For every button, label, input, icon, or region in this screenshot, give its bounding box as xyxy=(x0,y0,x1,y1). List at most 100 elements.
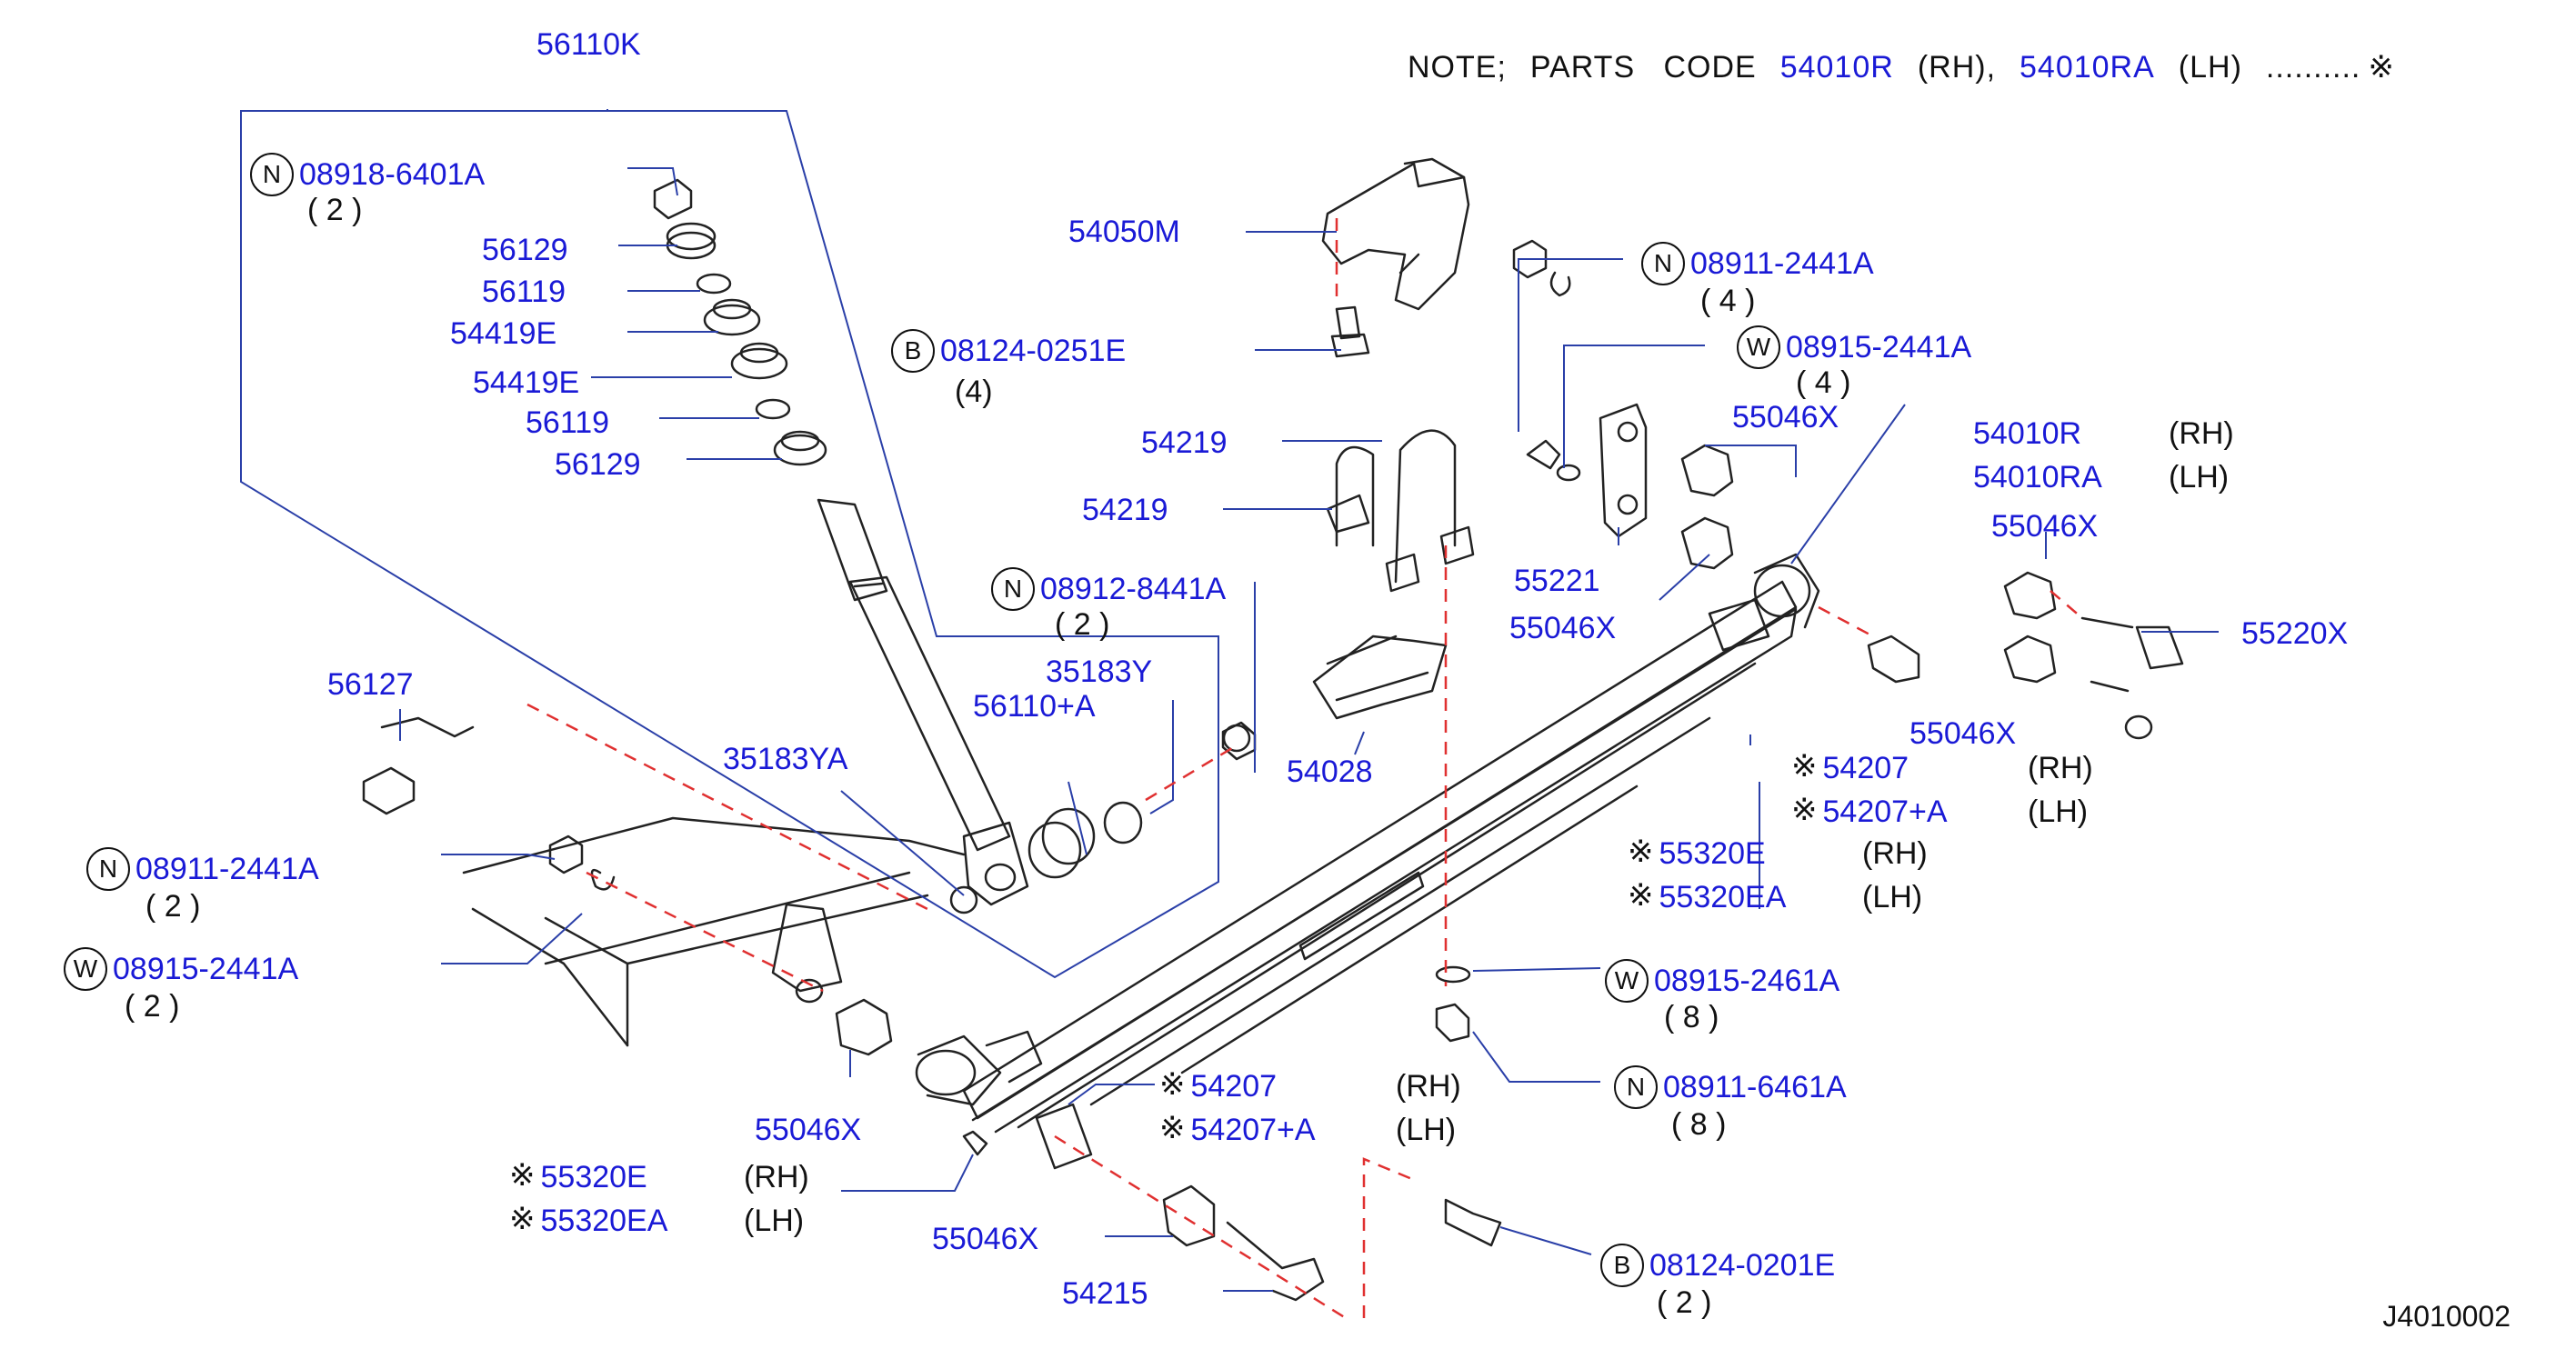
part-label: 54215 xyxy=(1062,1276,1148,1309)
part-number-text: 55320EA xyxy=(540,1204,668,1239)
part-label: (LH) xyxy=(2169,460,2229,493)
shock-absorber xyxy=(817,498,1029,906)
part-number-text: (4) xyxy=(955,375,993,410)
part-number-text: 35183YA xyxy=(723,742,848,777)
part-label: ( 2 ) xyxy=(1055,607,1109,640)
hardware-type-badge: N xyxy=(1614,1065,1658,1109)
part-number-text: (LH) xyxy=(1862,880,1923,915)
part-number-text: (LH) xyxy=(1396,1113,1457,1148)
part-number-text: ( 8 ) xyxy=(1671,1107,1727,1143)
part-label: ※54207+A xyxy=(1159,1113,1316,1145)
part-label: 35183YA xyxy=(723,742,847,774)
part-label: 54419E xyxy=(450,316,556,349)
part-number-text: 54207 xyxy=(1822,751,1909,786)
part-label: ※54207 xyxy=(1159,1069,1277,1102)
part-number-text: (RH) xyxy=(2169,416,2234,452)
part-label: 54010R xyxy=(1973,416,2081,449)
part-label: (LH) xyxy=(1862,880,1922,913)
spring-seat xyxy=(1312,635,1448,720)
hardware-type-badge: N xyxy=(991,567,1035,611)
part-number-text: 08911-6461A xyxy=(1663,1070,1847,1104)
part-number-text: 54207+A xyxy=(1822,794,1948,830)
part-number-text: 55046X xyxy=(1991,509,2099,545)
part-number-text: ( 2 ) xyxy=(1657,1285,1712,1321)
part-number-text: 56129 xyxy=(555,447,641,483)
part-label: (LH) xyxy=(1396,1113,1456,1145)
note-code-rh: 54010R xyxy=(1779,50,1894,85)
part-label: 54219 xyxy=(1082,493,1168,525)
part-number-text: 55320E xyxy=(1659,836,1766,872)
part-number-text: 55320E xyxy=(540,1160,647,1195)
part-label: (4) xyxy=(955,375,993,407)
part-number-text: 54219 xyxy=(1141,425,1228,461)
part-label: 55046X xyxy=(755,1113,861,1145)
part-number-text: ( 2 ) xyxy=(307,193,363,228)
part-number-text: ( 2 ) xyxy=(145,889,201,924)
part-number-text: 56129 xyxy=(482,233,568,268)
part-number-text: 55046X xyxy=(1909,716,2017,752)
side-specific-mark: ※ xyxy=(509,1158,536,1193)
part-label: ※55320E xyxy=(1628,836,1766,869)
part-number-text: 08915-2441A xyxy=(113,952,299,986)
part-number-text: 55046X xyxy=(1509,611,1617,646)
side-specific-mark: ※ xyxy=(1159,1067,1186,1102)
part-label: 55046X xyxy=(1509,611,1616,644)
part-label: 56110K xyxy=(536,27,641,60)
side-specific-mark: ※ xyxy=(1628,878,1654,913)
part-label: 55046X xyxy=(932,1222,1038,1254)
part-label: (RH) xyxy=(1862,836,1928,869)
part-number-text: 56110+A xyxy=(973,689,1096,724)
front-hanger-bracket xyxy=(1321,157,1470,358)
part-label: ( 4 ) xyxy=(1796,365,1850,398)
part-number-text: (LH) xyxy=(744,1204,805,1239)
part-number-text: 54010R xyxy=(1973,416,2082,452)
part-number-text: 55046X xyxy=(932,1222,1039,1257)
note-parts-code: PARTS CODE xyxy=(1529,50,1757,85)
part-label: ※54207 xyxy=(1791,751,1909,784)
side-specific-mark: ※ xyxy=(1159,1111,1186,1145)
part-label: 55220X xyxy=(2241,616,2348,649)
part-number-text: (LH) xyxy=(2028,794,2089,830)
hardware-type-badge: W xyxy=(1605,959,1649,1003)
part-label: 55046X xyxy=(1991,509,2098,542)
part-label: (RH) xyxy=(1396,1069,1461,1102)
part-label: 56129 xyxy=(482,233,568,265)
part-number-text: (RH) xyxy=(1862,836,1928,872)
part-label: 56129 xyxy=(555,447,641,480)
part-number-text: ( 2 ) xyxy=(1055,607,1110,643)
part-number-text: 54219 xyxy=(1082,493,1168,528)
part-number-text: 54207 xyxy=(1190,1069,1278,1104)
part-number-text: 54010RA xyxy=(1973,460,2102,495)
part-label: 54419E xyxy=(473,365,579,398)
part-label: 54219 xyxy=(1141,425,1228,458)
side-specific-mark: ※ xyxy=(1628,834,1654,869)
part-number-text: 54050M xyxy=(1068,215,1180,250)
part-number-text: 54419E xyxy=(473,365,580,401)
part-label: ※55320EA xyxy=(1628,880,1786,913)
part-number-text: 08915-2461A xyxy=(1654,964,1840,998)
frame-rail xyxy=(462,816,966,1047)
note-suffix: .......... xyxy=(2265,50,2361,85)
part-label: ( 8 ) xyxy=(1664,1000,1719,1033)
hardware-type-badge: N xyxy=(86,847,130,891)
part-label: 54050M xyxy=(1068,215,1180,247)
part-label: (RH) xyxy=(2169,416,2234,449)
part-label: ( 2 ) xyxy=(307,193,362,225)
part-label: (LH) xyxy=(2028,794,2088,827)
part-number-text: 54215 xyxy=(1062,1276,1148,1312)
part-label: 54010RA xyxy=(1973,460,2102,493)
note-rh: (RH), xyxy=(1917,50,1997,85)
part-number-text: 08911-2441A xyxy=(1690,246,1874,281)
part-label: 55046X xyxy=(1732,400,1839,433)
part-label: ※55320E xyxy=(509,1160,647,1193)
part-number-text: 55046X xyxy=(1732,400,1839,435)
part-label: 55046X xyxy=(1909,716,2016,749)
part-label: ( 2 ) xyxy=(125,989,179,1022)
part-number-text: ( 2 ) xyxy=(125,989,180,1024)
